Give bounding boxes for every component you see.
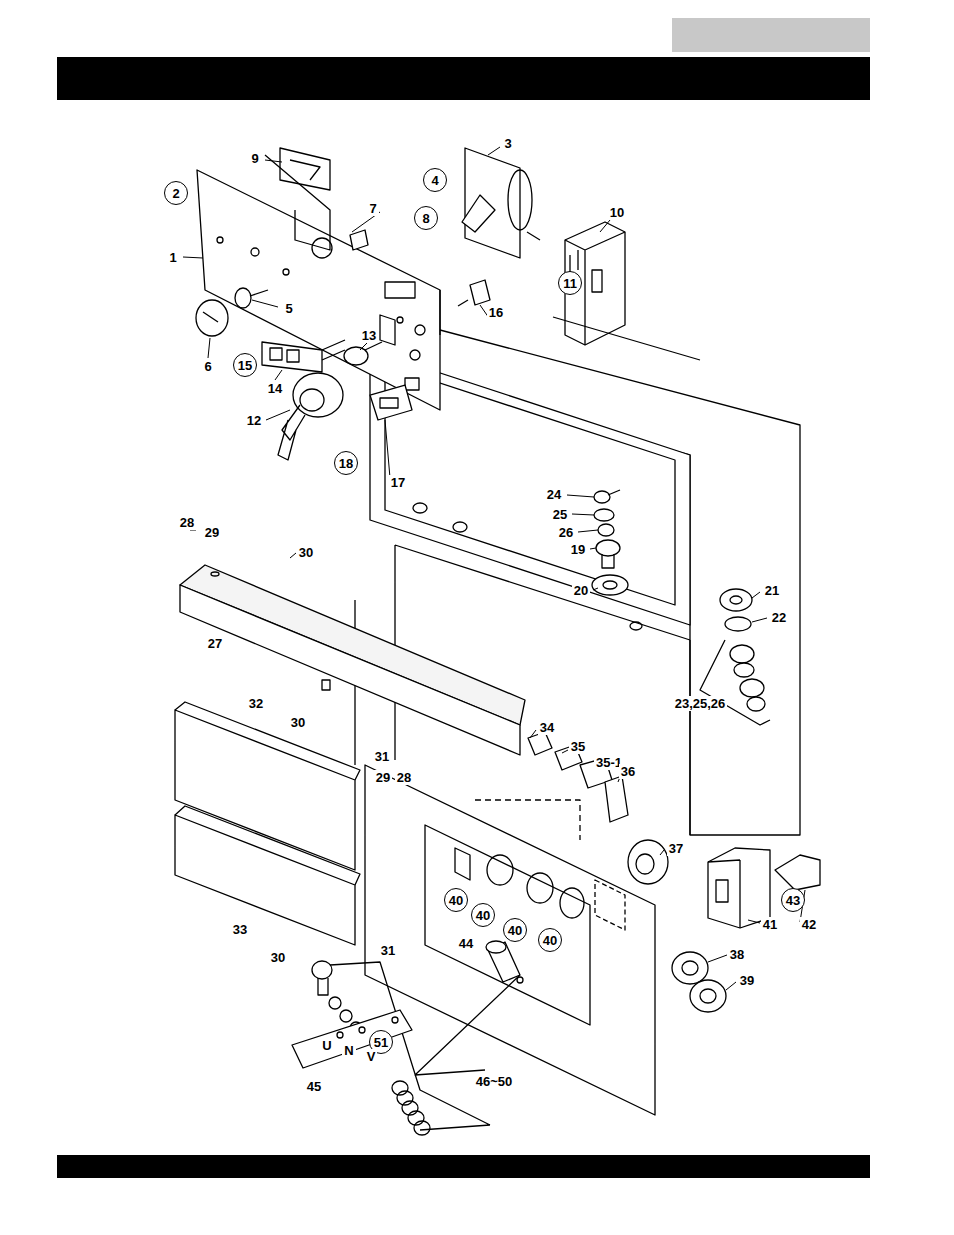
part-number: 5	[283, 301, 294, 316]
part-number: 38	[728, 947, 746, 962]
callout-number: 2	[172, 186, 179, 201]
callout-circle: 2	[164, 181, 188, 205]
part-number: 46~50	[474, 1074, 515, 1089]
part-number: 27	[206, 636, 224, 651]
part-number: 19	[569, 542, 587, 557]
callout-circle: 40	[503, 918, 527, 942]
part-number: 7	[367, 201, 378, 216]
parts-drawing	[175, 148, 820, 1135]
part-number: 30	[289, 715, 307, 730]
part-number: 30	[269, 950, 287, 965]
callout-circle: 43	[781, 888, 805, 912]
part-number: 36	[619, 764, 637, 779]
part-number: 31	[373, 749, 391, 764]
callout-number: 40	[476, 908, 490, 923]
callout-circle: 4	[423, 168, 447, 192]
part-number: U	[320, 1038, 333, 1053]
part-number: 1	[167, 250, 178, 265]
part-number: 31	[379, 943, 397, 958]
part-number: 32	[247, 696, 265, 711]
part-number: 10	[608, 205, 626, 220]
part-number: 6	[202, 359, 213, 374]
part-number: 26	[557, 525, 575, 540]
part-number: 42	[800, 917, 818, 932]
part-number: 28	[395, 770, 413, 785]
part-number: 17	[389, 475, 407, 490]
part-number: 12	[245, 413, 263, 428]
part-number: 35	[569, 739, 587, 754]
part-number: 29	[203, 525, 221, 540]
callout-number: 40	[543, 933, 557, 948]
callout-circle: 40	[538, 928, 562, 952]
callout-circle: 40	[444, 888, 468, 912]
callout-number: 43	[786, 893, 800, 908]
callout-circle: 8	[414, 206, 438, 230]
part-number: N	[342, 1043, 355, 1058]
callout-circle: 15	[233, 353, 257, 377]
callout-number: 4	[431, 173, 438, 188]
part-number: 29	[374, 770, 392, 785]
part-number: 21	[763, 583, 781, 598]
leader-lines	[183, 147, 805, 990]
callout-circle: 40	[471, 903, 495, 927]
part-number: 37	[667, 841, 685, 856]
callout-number: 40	[449, 893, 463, 908]
part-number: 3	[502, 136, 513, 151]
part-number: 23,25,26	[673, 696, 728, 711]
callout-number: 11	[563, 276, 577, 291]
part-number: 24	[545, 487, 563, 502]
page-bars	[57, 18, 870, 1178]
part-number: 41	[761, 917, 779, 932]
part-number: 25	[551, 507, 569, 522]
part-number: 33	[231, 922, 249, 937]
part-number: 20	[572, 583, 590, 598]
part-number: 14	[266, 381, 284, 396]
part-number: V	[365, 1049, 378, 1064]
callout-number: 40	[508, 923, 522, 938]
callout-circle: 11	[558, 271, 582, 295]
part-number: 28	[178, 515, 196, 530]
part-number: 44	[457, 936, 475, 951]
part-number: 39	[738, 973, 756, 988]
part-number: 22	[770, 610, 788, 625]
callout-number: 51	[374, 1035, 388, 1050]
callout-circle: 18	[334, 451, 358, 475]
part-number: 45	[305, 1079, 323, 1094]
part-number: 9	[249, 151, 260, 166]
part-number: 30	[297, 545, 315, 560]
callout-number: 18	[339, 456, 353, 471]
callout-number: 8	[422, 211, 429, 226]
part-number: 13	[360, 328, 378, 343]
part-number: 16	[487, 305, 505, 320]
callout-number: 15	[238, 358, 252, 373]
part-number: 34	[538, 720, 556, 735]
